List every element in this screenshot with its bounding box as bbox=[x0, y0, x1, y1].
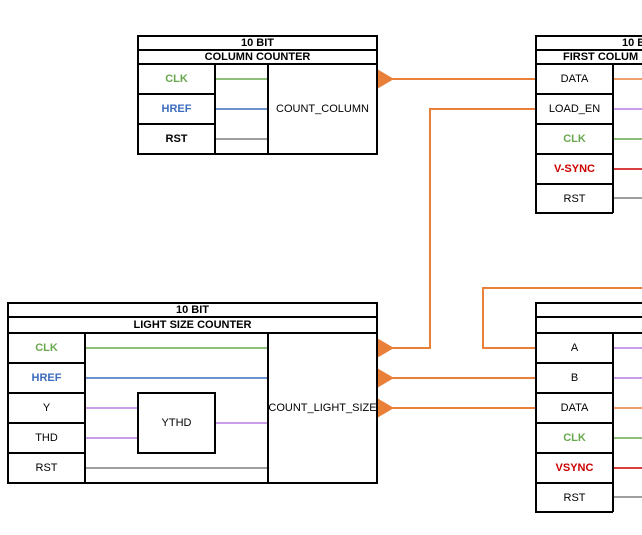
light-size-input-clk: CLK bbox=[35, 342, 58, 354]
light-size-input-thd: THD bbox=[35, 432, 58, 444]
comparator-input-a: A bbox=[570, 342, 579, 354]
column-counter-input-clk: CLK bbox=[165, 73, 188, 85]
ythd-comparator-box bbox=[137, 392, 216, 454]
first-column-bits: 10 B bbox=[622, 37, 642, 49]
light-size-input-rst: RST bbox=[35, 462, 58, 474]
output-arrow-light-2 bbox=[377, 368, 394, 388]
comparator-block-box bbox=[535, 302, 642, 513]
light-size-output: COUNT_LIGHT_SIZE bbox=[268, 402, 377, 414]
light-size-counter-title: LIGHT SIZE COUNTER bbox=[133, 318, 252, 331]
first-column-title: FIRST COLUM bbox=[563, 51, 639, 63]
wire-a-loop bbox=[482, 287, 642, 349]
comparator-input-clk: CLK bbox=[563, 432, 586, 444]
first-column-input-rst: RST bbox=[563, 192, 586, 205]
wire-to-load-en bbox=[392, 108, 536, 349]
column-counter-bits: 10 BIT bbox=[240, 37, 274, 49]
light-size-input-y: Y bbox=[42, 402, 51, 414]
comparator-input-data: DATA bbox=[560, 402, 589, 414]
first-column-input-load-en: LOAD_EN bbox=[548, 103, 601, 115]
column-counter-input-href: HREF bbox=[161, 103, 192, 115]
first-column-input-vsync: V-SYNC bbox=[554, 163, 595, 175]
first-column-input-data: DATA bbox=[560, 73, 589, 85]
column-counter-title: COLUMN COUNTER bbox=[204, 51, 311, 63]
comparator-input-rst: RST bbox=[563, 491, 586, 504]
ythd-comparator-label: YTHD bbox=[161, 417, 192, 429]
output-arrow-light-3 bbox=[377, 398, 394, 418]
light-size-counter-bits: 10 BIT bbox=[175, 304, 209, 316]
output-arrow-light-1 bbox=[377, 338, 394, 358]
comparator-input-b: B bbox=[570, 372, 579, 384]
first-column-input-clk: CLK bbox=[563, 133, 586, 145]
column-counter-output: COUNT_COLUMN bbox=[276, 103, 369, 115]
light-size-input-href: HREF bbox=[31, 372, 62, 384]
comparator-input-vsync: VSYNC bbox=[555, 462, 594, 474]
column-counter-input-rst: RST bbox=[165, 133, 188, 145]
output-arrow-count-column bbox=[377, 69, 394, 89]
